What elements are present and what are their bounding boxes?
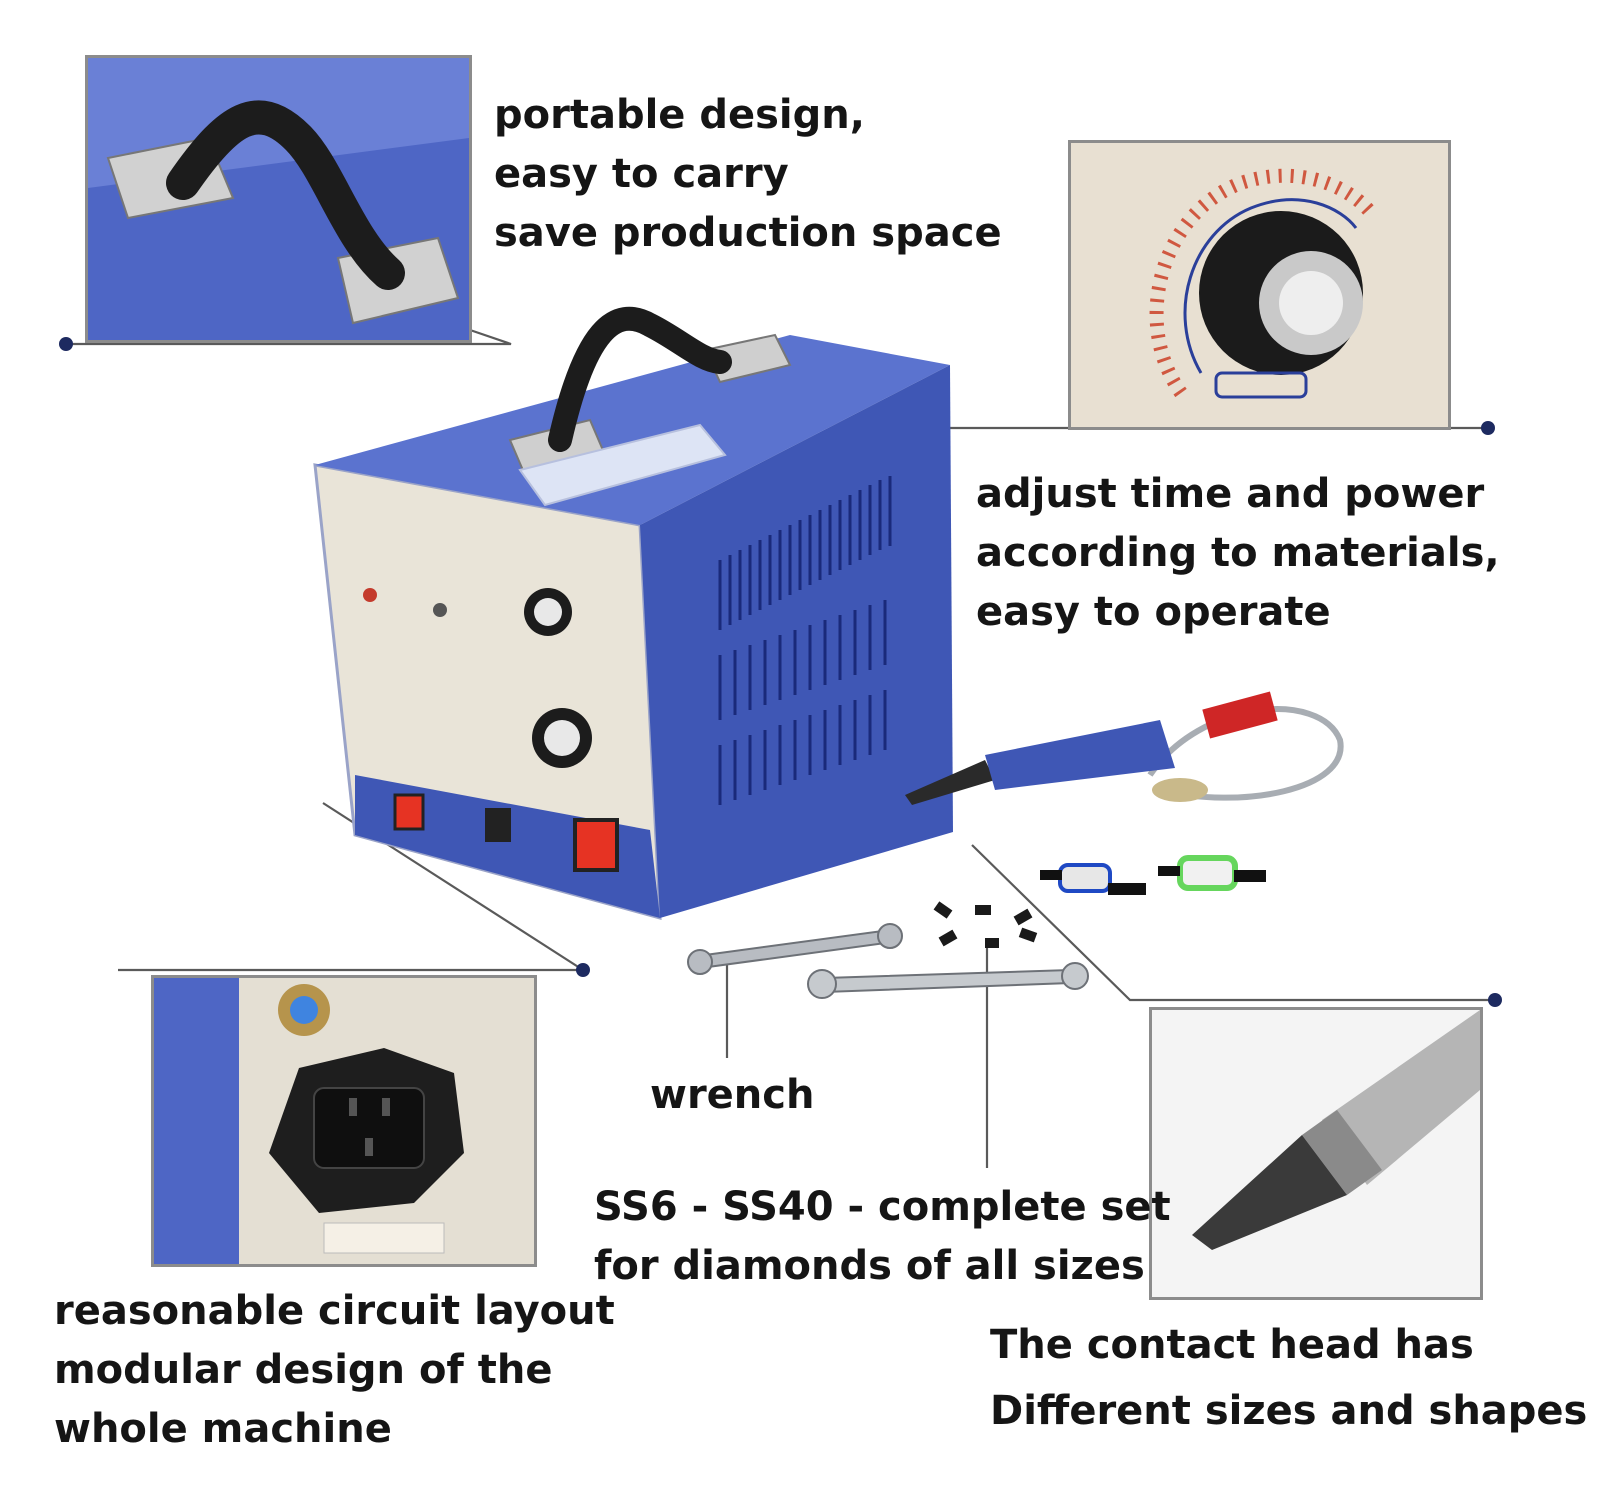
inset-dial-closeup xyxy=(1068,140,1451,430)
leader-dot-icon xyxy=(1488,993,1502,1007)
caption-line: Different sizes and shapes xyxy=(990,1388,1588,1434)
carry-handle-icon xyxy=(548,306,732,452)
caption-line: easy to carry xyxy=(494,151,789,197)
caption-portable: portable design, easy to carry save prod… xyxy=(494,86,1002,263)
contact-head-set xyxy=(1040,855,1266,895)
caption-line: The contact head has xyxy=(990,1322,1474,1368)
nozzle-tips xyxy=(933,901,1038,948)
welding-machine xyxy=(313,306,953,920)
caption-line: according to materials, xyxy=(976,530,1500,576)
caption-line: SS6 - SS40 - complete set xyxy=(594,1184,1171,1230)
contact-head-tip-icon xyxy=(1192,1135,1347,1250)
dial-knob-icon xyxy=(524,588,592,768)
caption-circuit: reasonable circuit layout modular design… xyxy=(54,1282,615,1459)
caption-line: for diamonds of all sizes xyxy=(594,1243,1145,1289)
carry-handle-icon xyxy=(166,100,405,290)
wrench-icon xyxy=(687,923,1089,999)
inset-contact-head xyxy=(1149,1007,1483,1300)
welding-pen-icon xyxy=(905,691,1344,805)
leader-dot-icon xyxy=(59,337,73,351)
caption-sizes: SS6 - SS40 - complete set for diamonds o… xyxy=(594,1178,1171,1296)
caption-line: portable design, xyxy=(494,92,865,138)
caption-line: whole machine xyxy=(54,1406,392,1452)
caption-line: reasonable circuit layout xyxy=(54,1288,615,1334)
caption-line: wrench xyxy=(650,1072,815,1118)
caption-line: save production space xyxy=(494,210,1002,256)
leader-dot-icon xyxy=(1481,421,1495,435)
inset-handle-closeup xyxy=(85,55,472,343)
caption-contact: The contact head has Different sizes and… xyxy=(990,1312,1587,1444)
caption-line: modular design of the xyxy=(54,1347,553,1393)
inset-power-socket xyxy=(151,975,537,1267)
caption-adjust: adjust time and power according to mater… xyxy=(976,465,1500,642)
caption-line: adjust time and power xyxy=(976,471,1485,517)
caption-wrench: wrench xyxy=(650,1066,814,1125)
caption-line: easy to operate xyxy=(976,589,1331,635)
leader-dot-icon xyxy=(576,963,590,977)
